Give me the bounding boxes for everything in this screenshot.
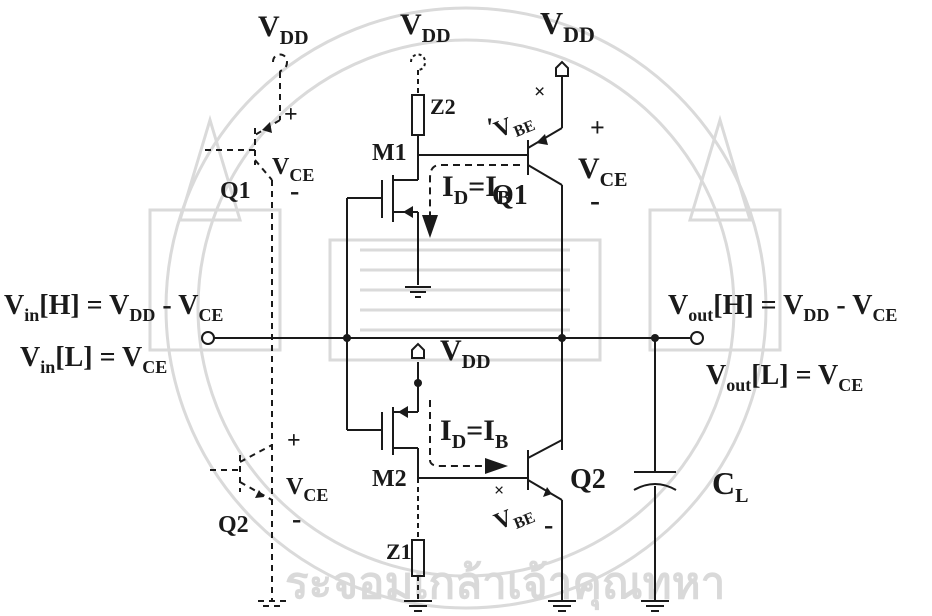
vin-terminal-icon [201,331,215,345]
watermark-text: ระจอมเกล้าเจ้าคุณทหา [285,559,725,611]
z1-label: Z1 [386,539,412,564]
minus-q2-ref: - [292,504,301,535]
vce-q1-ref-label: VCE [272,154,314,185]
university-seal-watermark: ระจอมเกล้าเจ้าคุณทหา [148,6,782,611]
tick-vbe-top: ' [486,113,493,142]
minus-vbe-bottom: - [544,510,553,541]
q2-ref-label: Q2 [218,512,249,538]
junction-dots [343,334,659,387]
reference-transistors [205,53,289,607]
vdd-m2-label: VDD [440,334,491,373]
z2-label: Z2 [430,94,456,119]
vce-q1-label: VCE [578,152,627,191]
vout-low-equation: Vout[L] = VCE [706,360,863,395]
q1-ref-arrow-icon [262,122,272,133]
plus-q2-ref: + [287,428,301,454]
plus-q1-ref: + [284,102,298,128]
vin-low-equation: Vin[L] = VCE [20,342,167,377]
vout-high-equation: Vout[H] = VDD - VCE [668,290,897,325]
m2-label: M2 [372,466,407,492]
top-current-arrow-icon [422,215,438,238]
m1-label: M1 [372,140,407,166]
cross-bottom: × [494,480,504,500]
bottom-current-arrow-icon [485,458,508,474]
q2-emitter-arrow-icon [543,487,552,497]
q2-label: Q2 [570,464,606,495]
vbe-bottom-label: VBE [491,497,538,539]
vbe-top-label: VBE [491,105,538,147]
q1-emitter-arrow-icon [536,134,548,145]
m1-source-arrow-icon [403,206,413,218]
q1-label: Q1 [492,180,528,211]
vdd-m1-label: VDD [400,8,451,47]
cl-label: CL [712,465,748,507]
vin-high-equation: Vin[H] = VDD - VCE [4,290,223,325]
current-path-dashed [429,164,520,467]
wiring [214,53,704,612]
minus-q1-ref: - [290,176,299,207]
cross-top: × [534,81,545,103]
current-bottom-label: ID=IB [440,414,508,453]
vdd-q1-label: VDD [540,5,595,47]
labels: VDD VDD VDD VDD Z2 Z1 M1 M2 Q1 Q2 Q1 Q2 … [4,5,897,564]
vce-q2-ref-label: VCE [286,474,328,505]
vdd-ref-label: VDD [258,10,309,49]
current-top-label: ID=IB [442,170,510,209]
minus-q1: - [590,184,600,217]
q1-ref-label: Q1 [220,178,251,204]
q2-ref-arrow-icon [255,490,264,498]
m2-source-arrow-icon [398,406,408,418]
plus-q1: + [590,113,605,142]
